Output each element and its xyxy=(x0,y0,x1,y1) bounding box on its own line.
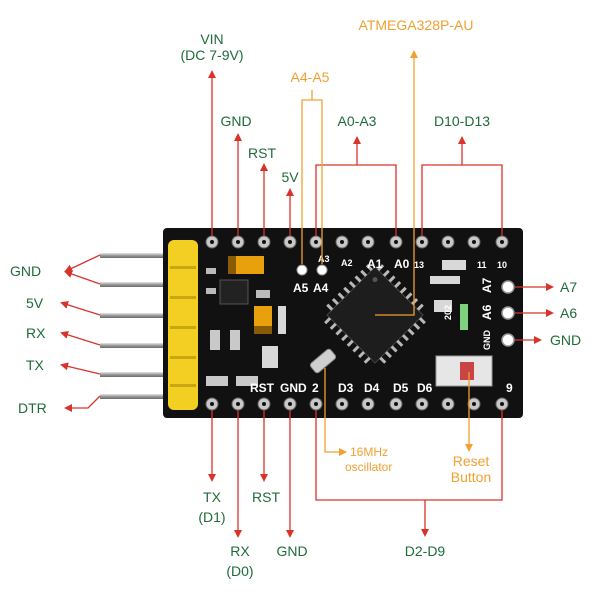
label-osc-2: oscillator xyxy=(345,460,392,474)
label-d2d9: D2-D9 xyxy=(405,543,446,559)
label-rx-sub: (D0) xyxy=(226,563,253,579)
silk-rst: RST xyxy=(250,381,275,395)
silk-d2: 2 xyxy=(312,381,319,395)
silk-13: 13 xyxy=(414,260,424,270)
silk-d6: D6 xyxy=(417,381,433,395)
oscillator-crystal xyxy=(309,348,337,374)
silk-a0: A0 xyxy=(394,257,410,271)
silk-a7: A7 xyxy=(480,277,494,293)
label-left-gnd: GND xyxy=(10,263,41,279)
label-left-tx: TX xyxy=(26,357,45,373)
silk-d4: D4 xyxy=(364,381,380,395)
silk-gnd-side: GND xyxy=(482,330,492,351)
silk-a2: A2 xyxy=(341,258,353,268)
silk-9: 9 xyxy=(506,381,513,395)
silk-gnd: GND xyxy=(280,381,307,395)
arrow-dtr-left xyxy=(64,395,101,412)
header-pins xyxy=(100,253,185,399)
label-right-gnd: GND xyxy=(550,332,581,348)
label-atmega: ATMEGA328P-AU xyxy=(359,17,474,33)
silk-a1: A1 xyxy=(367,257,383,271)
label-vin: VIN xyxy=(200,31,223,47)
label-right-a7: A7 xyxy=(560,279,577,295)
voltage-regulator xyxy=(219,279,249,305)
tantalum-cap-1 xyxy=(228,256,264,274)
silk-202: 202 xyxy=(443,305,453,320)
line-oscillator xyxy=(324,368,347,456)
label-gnd-bottom: GND xyxy=(276,543,307,559)
label-rst-bottom: RST xyxy=(252,489,280,505)
label-d10d13: D10-D13 xyxy=(434,113,490,129)
labels: VIN (DC 7-9V) GND RST 5V A4-A5 ATMEGA328… xyxy=(10,17,581,579)
silk-d5: D5 xyxy=(393,381,409,395)
label-reset-2: Button xyxy=(451,469,491,485)
silk-a6: A6 xyxy=(480,304,494,320)
silk-10: 10 xyxy=(497,260,507,270)
label-a0a3: A0-A3 xyxy=(338,113,377,129)
label-right-a6: A6 xyxy=(560,305,577,321)
arrows xyxy=(60,70,554,538)
a5-pad xyxy=(296,264,308,276)
label-a4a5: A4-A5 xyxy=(291,69,330,85)
callout-lines xyxy=(301,50,473,456)
label-tx-sub: (D1) xyxy=(198,509,225,525)
silkscreen: A3 A2 A1 A0 13 11 10 A5 A4 A7 A6 GND RST… xyxy=(250,254,513,395)
bracket-a0a3 xyxy=(315,164,397,236)
label-osc-1: 16MHz xyxy=(350,445,388,459)
arrow-gnd-left-2 xyxy=(64,270,101,285)
bracket-d2d9 xyxy=(315,410,503,501)
header-connector xyxy=(168,240,198,410)
silk-d3: D3 xyxy=(338,381,354,395)
label-left-dtr: DTR xyxy=(18,400,47,416)
label-rst-top: RST xyxy=(248,145,276,161)
label-reset-1: Reset xyxy=(453,453,490,469)
board: A3 A2 A1 A0 13 11 10 A5 A4 A7 A6 GND RST… xyxy=(100,228,523,418)
a4-pad xyxy=(316,264,328,276)
reset-button xyxy=(435,355,493,387)
label-rx-bottom: RX xyxy=(230,543,250,559)
silk-a3: A3 xyxy=(318,254,330,264)
silk-11: 11 xyxy=(477,260,487,270)
label-gnd-top: GND xyxy=(220,113,251,129)
arrow-gnd-left-1 xyxy=(64,254,101,273)
bracket-d10d13 xyxy=(421,164,503,236)
label-left-5v: 5V xyxy=(26,295,44,311)
arrow-rx-left xyxy=(60,330,101,346)
silk-a5: A5 xyxy=(293,281,309,295)
silk-a4: A4 xyxy=(313,281,329,295)
arrow-tx-left xyxy=(60,362,101,375)
side-pads xyxy=(501,280,515,347)
label-5v-top: 5V xyxy=(281,169,299,185)
label-vin-sub: (DC 7-9V) xyxy=(180,47,243,63)
label-left-rx: RX xyxy=(26,325,46,341)
line-atmega xyxy=(375,50,418,316)
label-tx-bottom: TX xyxy=(203,489,222,505)
arrow-5v-left xyxy=(60,300,101,316)
